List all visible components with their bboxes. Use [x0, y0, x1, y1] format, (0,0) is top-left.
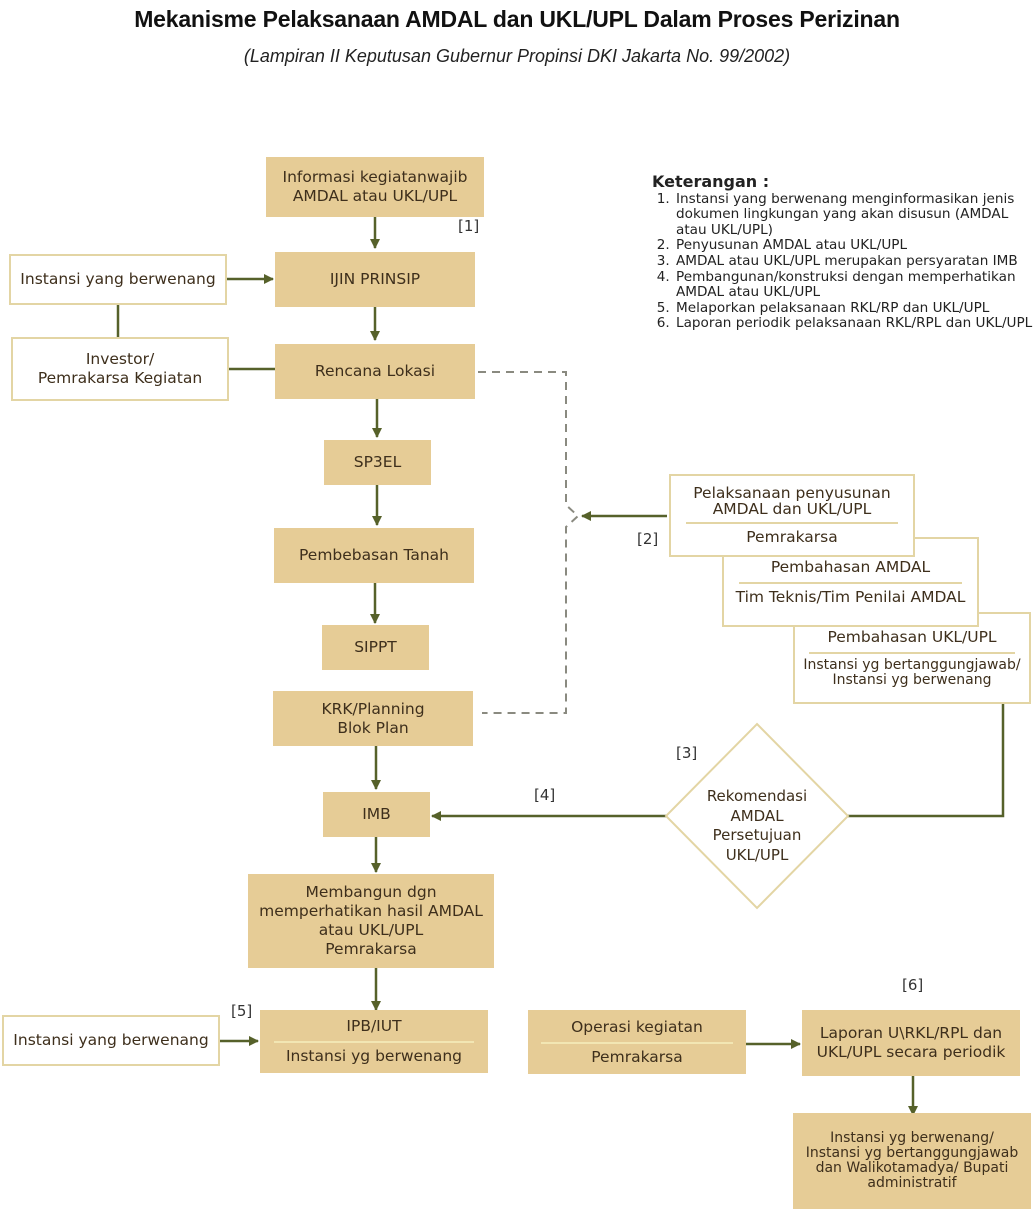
node-pembebasan-tanah[interactable]: Pembebasan Tanah — [274, 528, 474, 583]
node-laporan[interactable]: Laporan U\RKL/RPL dan UKL/UPL secara per… — [802, 1010, 1020, 1076]
dashed-rencana-bracket — [478, 371, 580, 714]
node-imb[interactable]: IMB — [323, 792, 430, 837]
node-informasi-kegiatan[interactable]: Informasi kegiatanwajib AMDAL atau UKL/U… — [266, 157, 484, 217]
node-operasi-kegiatan[interactable]: Operasi kegiatan Pemrakarsa — [528, 1010, 746, 1074]
step-label-3: [3] — [676, 744, 698, 762]
step-label-4: [4] — [534, 786, 556, 804]
node-sippt-label: SIPPT — [354, 638, 397, 656]
node-krk-line1: KRK/Planning — [321, 699, 425, 718]
node-rencana-lokasi[interactable]: Rencana Lokasi — [275, 344, 475, 399]
node-operasi-divider — [541, 1041, 733, 1044]
node-pembahasan-ukl-sub2: Instansi yg berwenang — [832, 672, 992, 688]
node-pelaksanaan-line2: AMDAL dan UKL/UPL — [712, 499, 872, 518]
node-membangun-line2: memperhatikan hasil AMDAL — [259, 902, 483, 920]
node-ipb-sub: Instansi yg berwenang — [285, 1047, 463, 1065]
node-pembahasan-amdal-divider — [739, 581, 962, 584]
node-pembahasan-ukl-sub1: Instansi yg bertanggungjawab/ — [803, 657, 1021, 673]
node-investor[interactable]: Investor/ Pemrakarsa Kegiatan — [11, 337, 229, 401]
legend-item: Pembangunan/konstruksi dengan memperhati… — [674, 269, 1034, 301]
node-ijin-prinsip[interactable]: IJIN PRINSIP — [275, 252, 475, 307]
node-informasi-line2: AMDAL atau UKL/UPL — [292, 187, 458, 205]
legend-item: Instansi yang berwenang menginformasikan… — [674, 191, 1034, 239]
step-label-2: [2] — [637, 530, 659, 548]
node-laporan-line2: UKL/UPL secara periodik — [816, 1043, 1006, 1061]
node-pembahasan-ukl[interactable]: Pembahasan UKL/UPL Instansi yg bertanggu… — [793, 612, 1031, 704]
node-informasi-line1: Informasi kegiatanwajib — [282, 168, 468, 186]
node-rekomendasi-line4: UKL/UPL — [725, 845, 789, 864]
node-pembahasan-amdal-title: Pembahasan AMDAL — [770, 557, 931, 576]
node-final-line3: dan Walikotamadya/ Bupati — [815, 1160, 1009, 1176]
node-investor-line2: Pemrakarsa Kegiatan — [37, 369, 203, 387]
node-instansi-berwenang-top[interactable]: Instansi yang berwenang — [9, 254, 227, 305]
node-operasi-title: Operasi kegiatan — [571, 1017, 703, 1036]
node-instansi-berwenang-bottom[interactable]: Instansi yang berwenang — [2, 1015, 220, 1066]
node-pelaksanaan-sub: Pemrakarsa — [746, 527, 838, 546]
node-membangun-line3: atau UKL/UPL — [318, 921, 424, 939]
node-rekomendasi-line1: Rekomendasi — [706, 787, 808, 805]
node-pelaksanaan-penyusunan[interactable]: Pelaksanaan penyusunan AMDAL dan UKL/UPL… — [669, 474, 915, 557]
node-pembahasan-ukl-divider — [809, 652, 1015, 654]
node-sp3el-label: SP3EL — [353, 453, 402, 471]
node-rekomendasi[interactable]: Rekomendasi AMDAL Persetujuan UKL/UPL — [665, 787, 849, 865]
line-ukl-to-rekomendasi — [848, 703, 1005, 818]
node-membangun-line1: Membangun dgn — [305, 883, 437, 901]
legend-item: Penyusunan AMDAL atau UKL/UPL — [674, 238, 1034, 254]
legend-item: Melaporkan pelaksanaan RKL/RP dan UKL/UP… — [674, 300, 1034, 317]
node-laporan-line1: Laporan U\RKL/RPL dan — [819, 1024, 1003, 1042]
node-investor-line1: Investor/ — [85, 350, 155, 368]
node-membangun-line4: Pemrakarsa — [325, 940, 417, 958]
node-krk-line2: Blok Plan — [337, 718, 409, 737]
node-final-line4: administratif — [867, 1175, 957, 1191]
legend-heading: Keterangan : — [652, 172, 770, 191]
node-instansi-final[interactable]: Instansi yg berwenang/ Instansi yg berta… — [793, 1113, 1031, 1209]
node-rencana-lokasi-label: Rencana Lokasi — [314, 362, 436, 380]
diagram-subtitle: (Lampiran II Keputusan Gubernur Propinsi… — [243, 46, 791, 66]
step-label-6: [6] — [902, 976, 924, 994]
legend-list: Instansi yang berwenang menginformasikan… — [652, 191, 1034, 332]
node-final-line2: Instansi yg bertanggungjawab — [805, 1145, 1019, 1161]
node-pembebasan-tanah-label: Pembebasan Tanah — [298, 546, 449, 564]
node-operasi-sub: Pemrakarsa — [591, 1047, 683, 1066]
node-krk-planning[interactable]: KRK/Planning Blok Plan — [273, 691, 473, 746]
node-rekomendasi-line3: Persetujuan — [712, 826, 802, 844]
node-ipb-title: IPB/IUT — [346, 1017, 402, 1035]
node-instansi-bottom-label: Instansi yang berwenang — [13, 1031, 209, 1049]
legend-item: AMDAL atau UKL/UPL merupakan persyaratan… — [674, 253, 1034, 270]
node-ipb-divider — [273, 1041, 475, 1043]
legend-item: Laporan periodik pelaksanaan RKL/RPL dan… — [674, 316, 1034, 332]
diagram-title: Mekanisme Pelaksanaan AMDAL dan UKL/UPL … — [134, 6, 900, 32]
node-ipb-iut[interactable]: IPB/IUT Instansi yg berwenang — [260, 1010, 488, 1073]
step-label-1: [1] — [458, 217, 480, 235]
node-pelaksanaan-line1: Pelaksanaan penyusunan — [693, 483, 891, 502]
legend: Keterangan : Instansi yang berwenang men… — [652, 174, 1034, 332]
node-ijin-prinsip-label: IJIN PRINSIP — [329, 270, 421, 288]
node-membangun[interactable]: Membangun dgn memperhatikan hasil AMDAL … — [248, 874, 494, 968]
node-final-line1: Instansi yg berwenang/ — [830, 1130, 994, 1146]
step-label-5: [5] — [231, 1002, 253, 1020]
node-imb-label: IMB — [362, 805, 391, 823]
node-instansi-top-label: Instansi yang berwenang — [20, 270, 216, 288]
node-sp3el[interactable]: SP3EL — [324, 440, 431, 485]
node-sippt[interactable]: SIPPT — [322, 625, 429, 670]
node-rekomendasi-line2: AMDAL — [730, 806, 784, 825]
node-pembahasan-ukl-title: Pembahasan UKL/UPL — [827, 628, 997, 646]
rekomendasi-diamond — [664, 722, 850, 910]
node-pembahasan-amdal-sub: Tim Teknis/Tim Penilai AMDAL — [735, 587, 966, 606]
node-pelaksanaan-divider — [685, 521, 899, 524]
